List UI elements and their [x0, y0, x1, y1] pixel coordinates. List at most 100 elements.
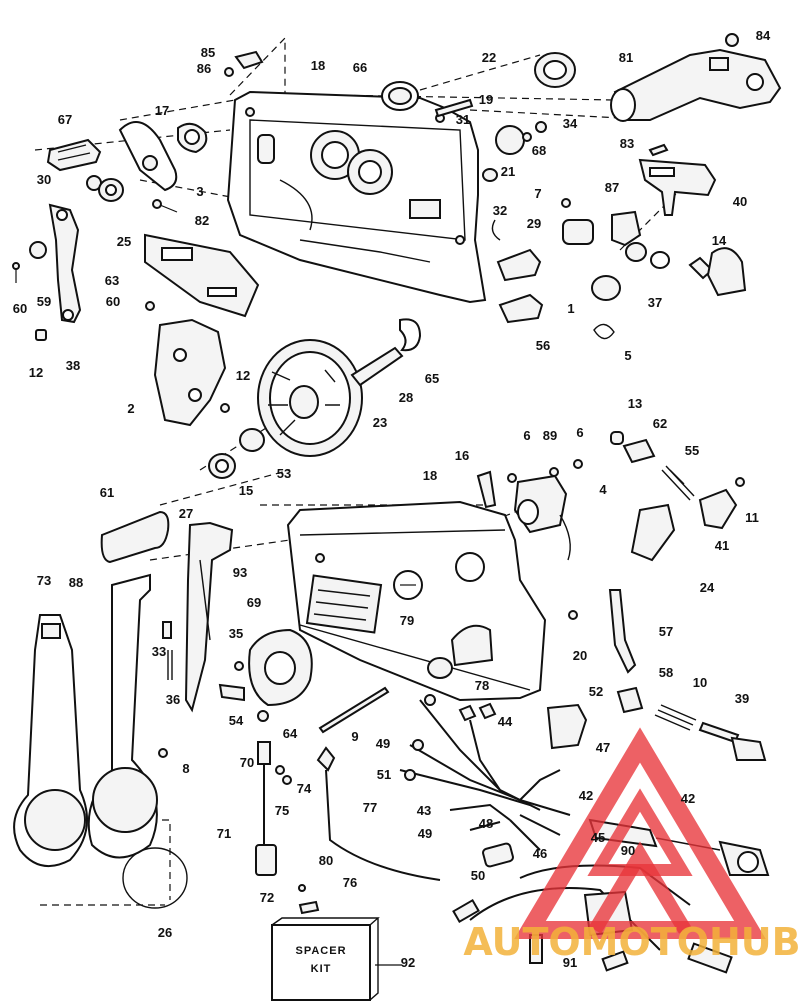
callout-22: 22: [482, 50, 496, 65]
callout-60: 60: [13, 301, 27, 316]
callout-82: 82: [195, 213, 209, 228]
callout-36: 36: [166, 692, 180, 707]
callout-84: 84: [756, 28, 771, 43]
callout-93: 93: [233, 565, 247, 580]
callout-30: 30: [37, 172, 51, 187]
callout-1: 1: [567, 301, 574, 316]
callout-15: 15: [239, 483, 253, 498]
upper-housing-cover: [226, 90, 487, 304]
callout-32: 32: [493, 203, 507, 218]
callout-19: 19: [479, 92, 493, 107]
callout-12: 12: [29, 365, 43, 380]
callout-10: 10: [693, 675, 707, 690]
callout-25: 25: [117, 234, 131, 249]
callout-74: 74: [297, 781, 312, 796]
callout-6: 6: [576, 425, 583, 440]
callout-26: 26: [158, 925, 172, 940]
callout-77: 77: [363, 800, 377, 815]
callout-44: 44: [498, 714, 513, 729]
callout-38: 38: [66, 358, 80, 373]
callout-49: 49: [418, 826, 432, 841]
callout-55: 55: [685, 443, 699, 458]
callout-24: 24: [700, 580, 715, 595]
callout-8: 8: [182, 761, 189, 776]
callout-6: 6: [523, 428, 530, 443]
callout-79: 79: [400, 613, 414, 628]
callout-78: 78: [475, 678, 489, 693]
callout-23: 23: [373, 415, 387, 430]
callout-63: 63: [105, 273, 119, 288]
callout-13: 13: [628, 396, 642, 411]
callout-48: 48: [479, 816, 493, 831]
callout-39: 39: [735, 691, 749, 706]
spacer-kit-line2: KIT: [311, 963, 332, 975]
callout-90: 90: [621, 843, 635, 858]
callout-7: 7: [534, 186, 541, 201]
control-handle-upper: [610, 33, 782, 216]
neutral-lock-plate: [144, 233, 260, 318]
callout-49: 49: [376, 736, 390, 751]
callout-68: 68: [532, 143, 546, 158]
callout-37: 37: [648, 295, 662, 310]
callout-52: 52: [589, 684, 603, 699]
throttle-lever-arm: [12, 203, 82, 341]
callout-62: 62: [653, 416, 667, 431]
callout-40: 40: [733, 194, 747, 209]
callout-18: 18: [423, 468, 437, 483]
small-parts-top-middle: [381, 52, 576, 182]
callout-31: 31: [456, 112, 470, 127]
callout-66: 66: [353, 60, 367, 75]
neutral-switch-parts: [476, 431, 745, 562]
callout-86: 86: [197, 61, 211, 76]
callout-59: 59: [37, 294, 51, 309]
trim-switch-parts: [218, 628, 441, 915]
callout-50: 50: [471, 868, 485, 883]
callout-41: 41: [715, 538, 729, 553]
callout-71: 71: [217, 826, 231, 841]
watermark-logo: AUTOMOTOHUB: [463, 727, 800, 964]
callout-18: 18: [311, 58, 325, 73]
callout-60: 60: [106, 294, 120, 309]
callout-87: 87: [605, 180, 619, 195]
callout-57: 57: [659, 624, 673, 639]
callout-76: 76: [343, 875, 357, 890]
callout-29: 29: [527, 216, 541, 231]
spacer-kit-line1: SPACER: [295, 945, 346, 957]
callout-9: 9: [351, 729, 358, 744]
callout-72: 72: [260, 890, 274, 905]
callout-65: 65: [425, 371, 439, 386]
callout-20: 20: [573, 648, 587, 663]
callout-73: 73: [37, 573, 51, 588]
callout-92: 92: [401, 955, 415, 970]
callout-58: 58: [659, 665, 673, 680]
callout-83: 83: [620, 136, 634, 151]
callout-70: 70: [240, 755, 254, 770]
callout-21: 21: [501, 164, 515, 179]
callout-80: 80: [319, 853, 333, 868]
callout-64: 64: [283, 726, 298, 741]
callout-17: 17: [155, 103, 169, 118]
callout-54: 54: [229, 713, 244, 728]
shift-gear: [208, 318, 422, 479]
callout-88: 88: [69, 575, 83, 590]
callout-11: 11: [745, 510, 759, 525]
callout-42: 42: [681, 791, 695, 806]
callout-61: 61: [100, 485, 114, 500]
throttle-cam-parts: [568, 589, 767, 761]
callout-43: 43: [417, 803, 431, 818]
callout-27: 27: [179, 506, 193, 521]
callout-5: 5: [624, 348, 631, 363]
callout-45: 45: [591, 830, 605, 845]
callout-69: 69: [247, 595, 261, 610]
callout-89: 89: [543, 428, 557, 443]
callout-14: 14: [712, 233, 727, 248]
watermark-text: AUTOMOTOHUB: [463, 920, 800, 964]
callout-42: 42: [579, 788, 593, 803]
callout-12: 12: [236, 368, 250, 383]
callout-56: 56: [536, 338, 550, 353]
lower-housing: [286, 500, 547, 702]
callout-16: 16: [455, 448, 469, 463]
callout-81: 81: [619, 50, 633, 65]
